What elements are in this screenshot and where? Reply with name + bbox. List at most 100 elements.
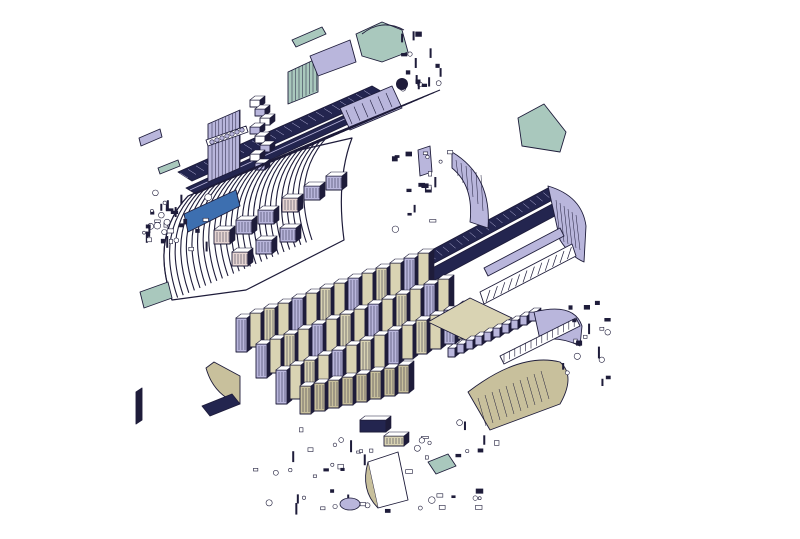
truss-web xyxy=(493,285,498,299)
truss-web xyxy=(530,266,535,279)
bolt-part xyxy=(165,208,174,212)
mechanical-unit-front xyxy=(483,331,492,342)
washer-part xyxy=(288,468,293,473)
hatch xyxy=(563,205,569,245)
truss-web xyxy=(552,254,557,268)
compartment-panel-front xyxy=(255,343,268,379)
roof-deck-slat xyxy=(195,165,205,172)
lower-bay-side xyxy=(408,360,415,394)
bolt-part xyxy=(330,489,335,493)
roof-machinery-part xyxy=(254,131,271,144)
bolt-part xyxy=(307,447,314,452)
washer-part xyxy=(418,437,425,444)
hull-cabin-front xyxy=(279,227,297,243)
pin-part xyxy=(166,235,169,248)
mid-deck-slat xyxy=(502,214,510,220)
washer-part xyxy=(163,218,171,226)
bolt-part xyxy=(405,151,412,157)
bolt-part xyxy=(166,228,174,234)
bolt-part xyxy=(451,495,456,499)
roof-machinery-part xyxy=(249,149,266,162)
vent-slot xyxy=(369,99,377,114)
bolt-part xyxy=(594,300,600,305)
lower-compartments xyxy=(201,248,583,431)
shell-rib xyxy=(498,388,508,418)
mechanical-platform xyxy=(427,297,513,343)
loose-plate-sage-2 xyxy=(427,453,457,475)
pin-part xyxy=(463,421,466,431)
truss-web xyxy=(500,282,506,295)
roof-deck-slat xyxy=(187,169,197,175)
vent-slot xyxy=(377,96,385,111)
roof-machinery-part-top xyxy=(249,122,266,128)
dome-arc xyxy=(361,24,405,35)
bolt-part xyxy=(188,247,194,252)
truss-web xyxy=(567,246,572,260)
compartment-panel xyxy=(401,320,419,360)
lower-shell-right xyxy=(467,359,569,431)
bolt-part xyxy=(428,171,432,177)
compartment-panel-front xyxy=(275,369,288,405)
hull-cabin xyxy=(235,215,258,235)
mid-deck-slat xyxy=(456,239,463,245)
hull-rib xyxy=(303,89,441,241)
roof-dome-cap xyxy=(355,21,409,63)
bolt-part xyxy=(299,427,304,433)
roof-machinery-part-top xyxy=(249,95,266,101)
hatch xyxy=(575,214,581,251)
washer-part xyxy=(338,437,344,443)
bolt-part xyxy=(447,150,454,155)
pin-part xyxy=(483,435,486,445)
shell-rib xyxy=(519,379,529,409)
roof-machinery-part-top xyxy=(259,113,276,119)
mechanical-unit-front xyxy=(501,323,510,334)
roof-deck-slat xyxy=(243,144,253,150)
pin-part xyxy=(429,48,432,58)
roof-deck-slat xyxy=(315,111,325,118)
mechanical-unit-front xyxy=(447,347,456,358)
bolt-part xyxy=(429,219,437,223)
mid-deck-slat xyxy=(496,217,503,224)
loose-tab xyxy=(157,159,181,175)
bolt-part xyxy=(195,228,200,233)
bolt-part xyxy=(435,63,440,68)
pin-part xyxy=(295,503,298,515)
loose-block-beige xyxy=(383,431,410,447)
washer-part xyxy=(465,449,470,454)
roof-deck-slat xyxy=(331,104,341,111)
pin-part xyxy=(562,362,565,370)
compartment-panel xyxy=(437,274,455,314)
bolt-part xyxy=(401,53,408,57)
washer-part xyxy=(428,496,436,504)
bolt-part xyxy=(384,508,391,513)
truss-web xyxy=(507,278,513,291)
washer-part xyxy=(302,495,306,500)
shell-rib xyxy=(505,385,515,415)
loose-block-navy-top xyxy=(359,415,392,421)
lower-bay xyxy=(397,360,415,394)
roof-deck-slat xyxy=(291,122,301,129)
loose-cylinder xyxy=(339,497,361,511)
washer-part xyxy=(472,495,478,501)
bolt-part xyxy=(407,212,412,216)
shell-rib xyxy=(477,397,487,427)
shaft-gear xyxy=(234,129,240,135)
hull-shell-outline xyxy=(163,137,353,301)
pin-part xyxy=(428,77,431,87)
roof-deck-slat xyxy=(323,108,333,114)
roof-partition xyxy=(207,109,241,183)
mid-deck-slat xyxy=(489,221,496,227)
loose-small-parts xyxy=(135,31,611,515)
washer-part xyxy=(438,159,443,164)
shaft-gear xyxy=(219,135,225,141)
pin-part xyxy=(166,200,169,209)
compartment-panel-front xyxy=(415,319,428,355)
hatch xyxy=(470,168,474,198)
hull-cabin xyxy=(255,235,278,255)
bolt-part xyxy=(604,318,611,322)
bolt-part xyxy=(421,83,428,87)
washer-part xyxy=(162,200,167,205)
hull-cabin xyxy=(281,193,304,213)
roof-deck-slat xyxy=(299,119,309,125)
hull-cabin-top xyxy=(303,181,326,187)
